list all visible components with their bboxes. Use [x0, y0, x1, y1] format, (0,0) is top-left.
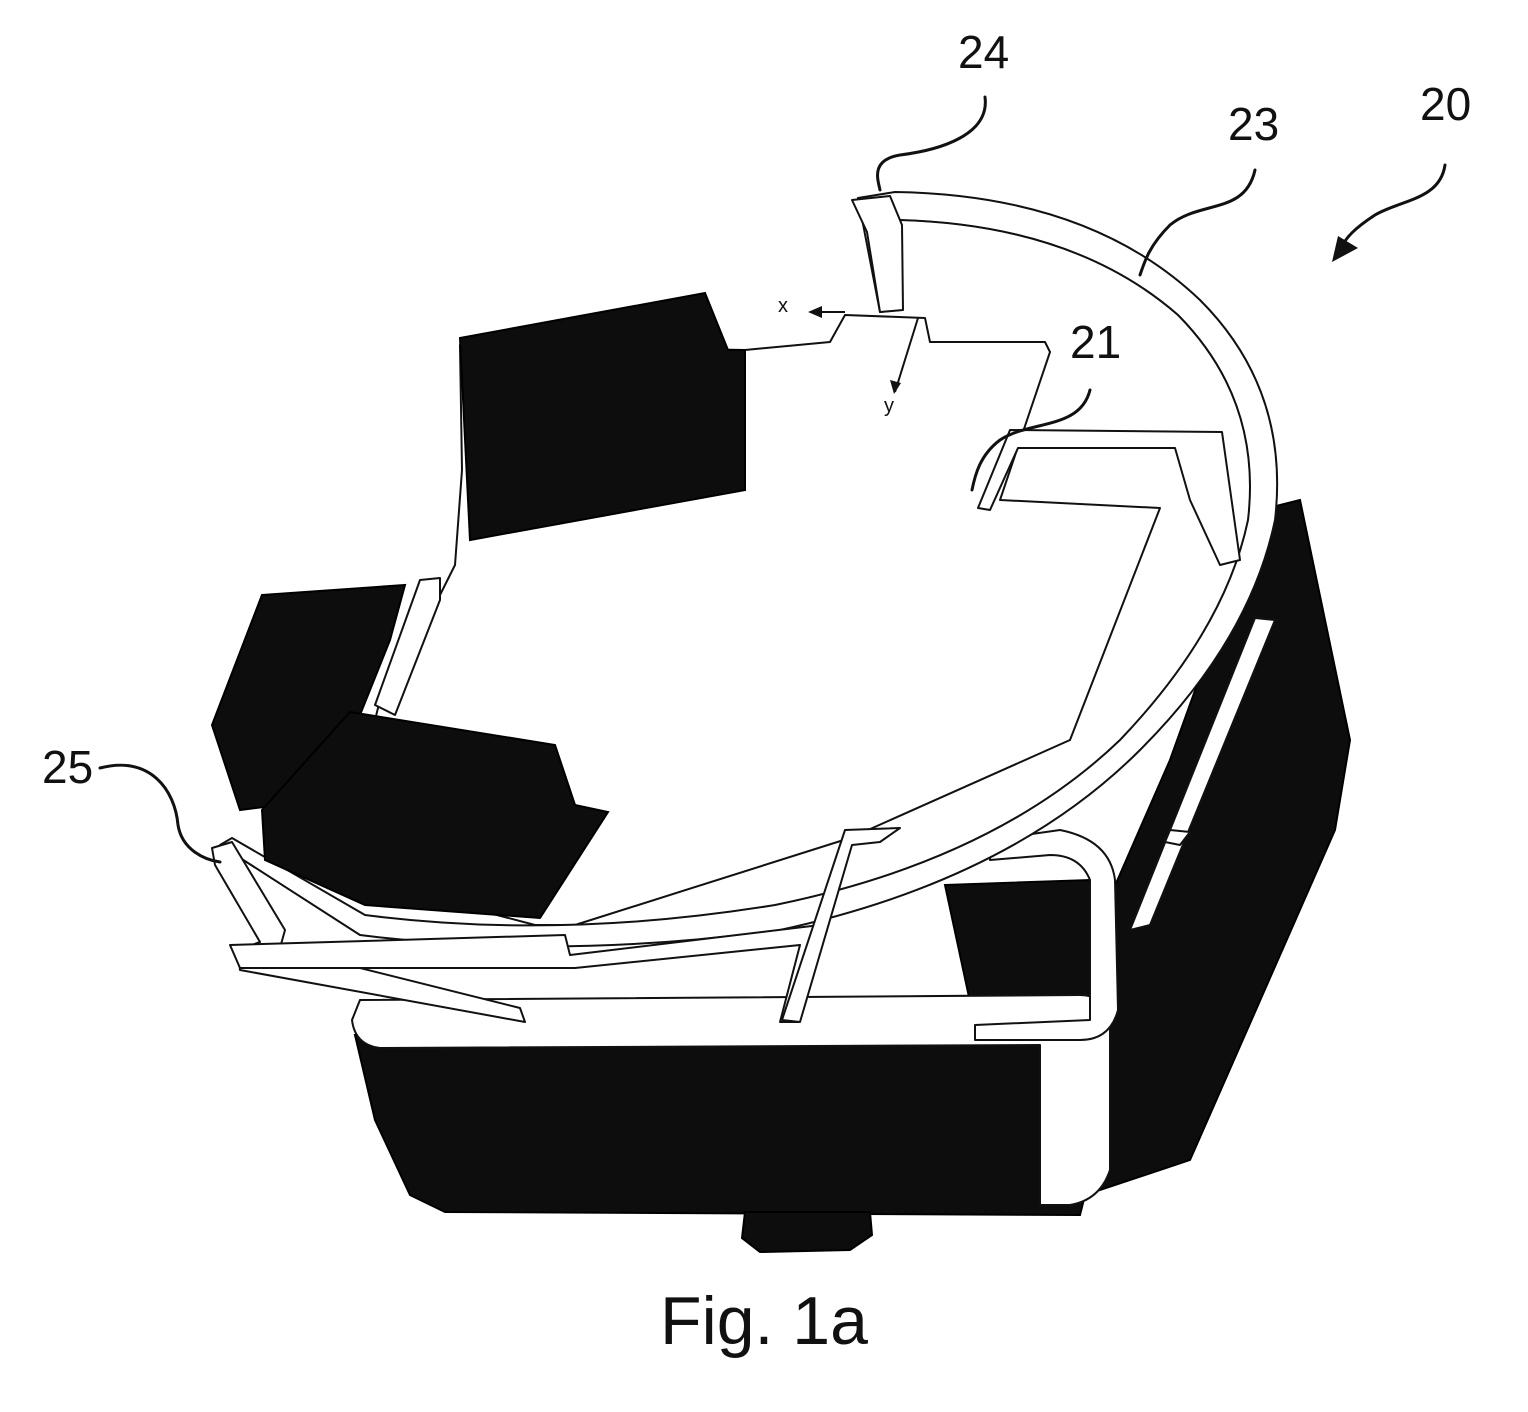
label-24: 24: [958, 26, 1009, 78]
figure-caption: Fig. 1a: [660, 1283, 868, 1359]
ring-inner-edge: [899, 219, 1251, 521]
x-axis-arrow: [808, 306, 822, 318]
left-dark-block-lower: [260, 710, 610, 920]
slot-21: [977, 429, 1241, 566]
front-bar: [229, 924, 821, 1023]
right-side-panel: [1099, 498, 1352, 1192]
top-dark-block: [458, 291, 746, 542]
leader-21: [970, 388, 1092, 492]
leader-20: [1338, 163, 1447, 252]
front-right-post: [781, 827, 901, 1023]
arrow-20-head: [1332, 236, 1358, 262]
left-arm-bottom: [211, 841, 526, 1023]
y-axis-line: [894, 317, 919, 393]
leader-24: [876, 95, 987, 192]
x-axis-label: x: [778, 295, 788, 317]
label-23: 23: [1228, 98, 1279, 150]
label-25: 25: [42, 741, 93, 793]
lower-front-block: [353, 1028, 1087, 1217]
label-20: 20: [1420, 78, 1471, 130]
end-block-24: [851, 195, 904, 313]
side-rail-strip: [1129, 617, 1276, 931]
label-21: 21: [1070, 316, 1121, 368]
bottom-foot: [740, 1211, 874, 1254]
side-rail-tab: [1164, 829, 1191, 846]
leader-25: [98, 763, 222, 864]
left-arm-frame: [374, 577, 441, 716]
y-axis-arrow: [890, 380, 901, 394]
leader-23: [1138, 168, 1257, 277]
y-axis-label: y: [884, 395, 894, 417]
lower-frame-right-curve: [974, 829, 1119, 1041]
